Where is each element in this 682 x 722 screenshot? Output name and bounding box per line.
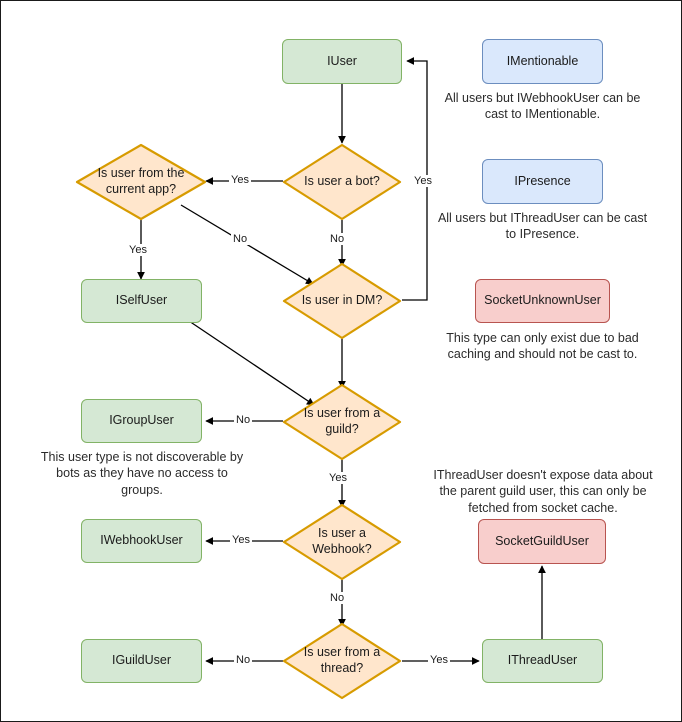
edge-label-thread-no: No	[234, 654, 253, 666]
edge-label-webhook-no: No	[328, 592, 347, 604]
node-iselfuser[interactable]: ISelfUser	[81, 279, 202, 323]
edge-label-app-yes: Yes	[127, 244, 149, 256]
diamond-shape	[75, 143, 207, 221]
node-iselfuser-label: ISelfUser	[115, 293, 168, 308]
note-igroupuser: This user type is not discoverable by bo…	[40, 450, 244, 497]
node-iuser[interactable]: IUser	[282, 39, 402, 84]
node-iguilduser-label: IGuildUser	[111, 653, 172, 668]
edge-label-webhook-yes: Yes	[230, 534, 252, 546]
node-socketunknownuser[interactable]: SocketUnknownUser	[475, 279, 610, 323]
node-is-user-a-webhook[interactable]: Is user a Webhook?	[282, 503, 402, 581]
node-is-user-a-bot[interactable]: Is user a bot?	[282, 143, 402, 221]
node-igroupuser[interactable]: IGroupUser	[81, 399, 202, 443]
note-imentionable: All users but IWebhookUser can be cast t…	[444, 91, 641, 122]
node-ithreaduser[interactable]: IThreadUser	[482, 639, 603, 683]
node-iguilduser[interactable]: IGuildUser	[81, 639, 202, 683]
node-is-user-from-guild[interactable]: Is user from a guild?	[282, 383, 402, 461]
node-iuser-label: IUser	[327, 53, 357, 68]
edge-label-app-no: No	[231, 233, 250, 245]
node-is-user-from-thread-label: Is user from a thread?	[303, 645, 381, 675]
diamond-shape	[282, 143, 402, 221]
node-imentionable[interactable]: IMentionable	[482, 39, 603, 84]
node-igroupuser-label: IGroupUser	[109, 413, 174, 428]
node-is-user-in-dm-label: Is user in DM?	[301, 293, 383, 308]
note-socketunknownuser: This type can only exist due to bad cach…	[446, 331, 639, 362]
edge-label-guild-yes: Yes	[327, 472, 349, 484]
edge-label-dm-yes: Yes	[412, 175, 434, 187]
node-is-user-from-current-app-label: Is user from the current app?	[97, 166, 185, 196]
node-is-user-in-dm[interactable]: Is user in DM?	[282, 262, 402, 340]
node-imentionable-label: IMentionable	[506, 53, 579, 68]
note-ipresence: All users but IThreadUser can be cast to…	[437, 211, 648, 242]
node-ipresence-label: IPresence	[514, 173, 571, 188]
node-is-user-from-guild-label: Is user from a guild?	[303, 406, 381, 436]
node-is-user-a-webhook-label: Is user a Webhook?	[312, 526, 372, 556]
node-is-user-a-bot-label: Is user a bot?	[304, 174, 380, 189]
note-ithreaduser: IThreadUser doesn't expose data about th…	[433, 468, 653, 515]
node-iwebhookuser[interactable]: IWebhookUser	[81, 519, 202, 563]
node-is-user-from-current-app[interactable]: Is user from the current app?	[75, 143, 207, 221]
node-ithreaduser-label: IThreadUser	[507, 653, 578, 668]
edge-label-thread-yes: Yes	[428, 654, 450, 666]
node-ipresence[interactable]: IPresence	[482, 159, 603, 204]
node-socketunknownuser-label: SocketUnknownUser	[484, 293, 601, 308]
diamond-shape	[282, 622, 402, 700]
edge-label-guild-no: No	[234, 414, 253, 426]
edge-label-bot-yes: Yes	[229, 174, 251, 186]
edge-label-bot-no: No	[328, 233, 347, 245]
node-socketguilduser[interactable]: SocketGuildUser	[478, 519, 606, 564]
node-is-user-from-thread[interactable]: Is user from a thread?	[282, 622, 402, 700]
node-socketguilduser-label: SocketGuildUser	[495, 533, 589, 548]
node-iwebhookuser-label: IWebhookUser	[100, 533, 183, 548]
